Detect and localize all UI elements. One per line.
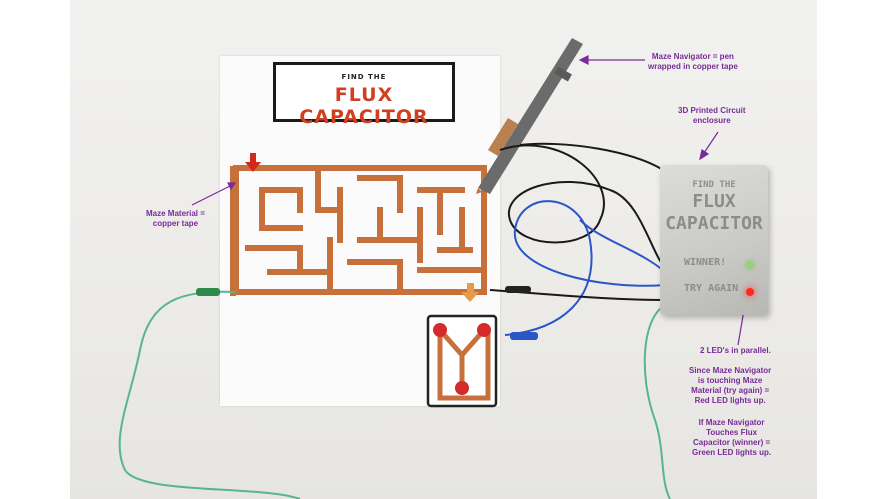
wires [118, 142, 671, 499]
maze-left-edge [230, 166, 236, 296]
annotation-line: Touches Flux [706, 428, 758, 437]
flux-capacitor-sign: FIND THE FLUX CAPACITOR [273, 62, 455, 128]
annotation-line: enclosure [692, 116, 731, 125]
sign-big-text: FLUX CAPACITOR [299, 84, 429, 128]
orange-end-arrow [461, 283, 479, 302]
enclosure-flux: FLUX [692, 191, 736, 212]
annotation-winner: If Maze Navigator Touches Flux Capacitor… [692, 418, 771, 458]
annotation-line: Maze Navigator = pen [651, 52, 734, 61]
maze-navigator-pen [476, 38, 583, 194]
enclosure-capacitor: CAPACITOR [665, 213, 763, 234]
annotation-line: Maze Material = [146, 209, 205, 218]
annotation-line: wrapped in copper tape [648, 62, 738, 71]
annotation-leds: 2 LED's in parallel. [700, 346, 771, 356]
green-led [746, 261, 754, 269]
annotation-line: If Maze Navigator [698, 418, 765, 427]
sign-small-text: FIND THE [341, 73, 387, 81]
annotation-line: Capacitor (winner) = [693, 438, 771, 447]
annotation-line: Red LED lights up. [694, 396, 766, 405]
annotation-line: 3D Printed Circuit [678, 106, 746, 115]
annotation-line: 2 LED's in parallel. [700, 346, 771, 355]
annotation-line: Material (try again) = [691, 386, 770, 395]
blue-alligator-clip [510, 332, 538, 340]
annotation-line: is touching Maze [697, 376, 763, 385]
black-alligator-clip [505, 286, 531, 293]
annotation-line: copper tape [152, 219, 199, 228]
annotation-line: Green LED lights up. [692, 448, 772, 457]
enclosure-line1: FIND THE [692, 180, 736, 190]
green-alligator-clip [196, 288, 220, 296]
red-start-arrow [245, 153, 261, 172]
annotation-navigator: Maze Navigator = pen wrapped in copper t… [648, 52, 738, 72]
winner-label: WINNER! [684, 257, 727, 268]
try-again-label: TRY AGAIN [684, 283, 739, 294]
annotation-try-again: Since Maze Navigator is touching Maze Ma… [689, 366, 771, 406]
annotation-maze: Maze Material = copper tape [146, 209, 205, 229]
red-led [746, 288, 754, 296]
annotation-enclosure: 3D Printed Circuit enclosure [678, 106, 746, 126]
copper-maze [233, 165, 487, 295]
annotation-line: Since Maze Navigator [689, 366, 772, 375]
circuit-enclosure: FIND THE FLUX CAPACITOR [660, 165, 768, 315]
flux-capacitor-card [426, 314, 498, 408]
